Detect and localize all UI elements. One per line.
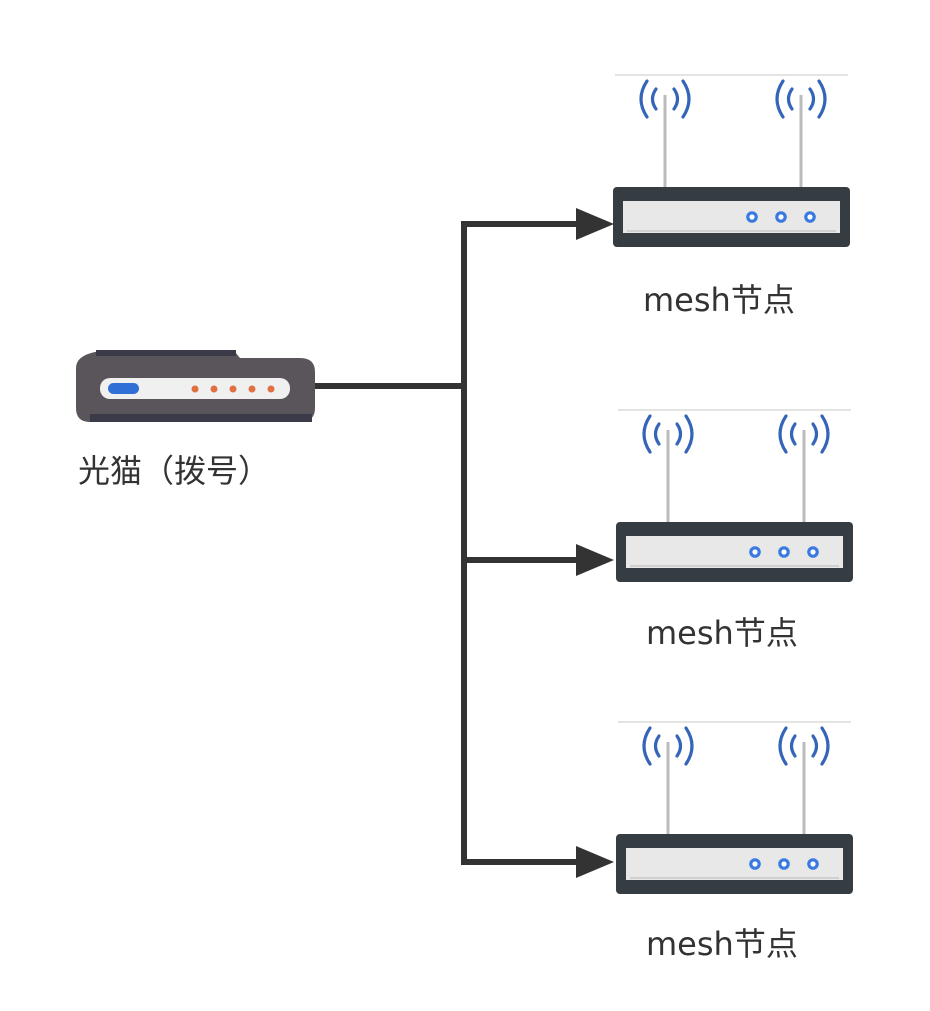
wifi-signal-icon (642, 414, 694, 454)
modem-led (191, 385, 199, 393)
router-led (775, 211, 787, 223)
router-led (807, 546, 819, 558)
wireless-router-icon (616, 409, 853, 582)
modem-led (248, 385, 256, 393)
wifi-signal-icon (642, 726, 694, 766)
wireless-router-icon (613, 74, 850, 247)
router-led (807, 858, 819, 870)
modem-led (267, 385, 275, 393)
arrowhead (576, 846, 614, 878)
modem-indicator (108, 383, 139, 394)
connectors (315, 208, 614, 878)
edge-to-node-2 (461, 846, 614, 878)
modem-leds (191, 385, 275, 393)
wifi-signal-icon (778, 726, 830, 766)
modem-led (229, 385, 237, 393)
arrowhead (576, 208, 614, 240)
mesh-node-0 (613, 74, 850, 247)
router-led (778, 858, 790, 870)
modem-led (210, 385, 218, 393)
router-led (749, 546, 761, 558)
router-led (804, 211, 816, 223)
wireless-router-icon (616, 721, 853, 894)
wifi-signal-icon (775, 79, 827, 119)
mesh-node-label: mesh节点 (643, 281, 795, 319)
mesh-node-label: mesh节点 (646, 925, 798, 963)
mesh-node-label: mesh节点 (646, 614, 798, 652)
modem-label: 光猫（拨号） (78, 452, 271, 490)
edge-to-node-1 (461, 544, 614, 576)
mesh-node-1 (616, 409, 853, 582)
router-led (746, 211, 758, 223)
edge-to-node-0 (461, 208, 614, 240)
modem-icon (76, 350, 315, 422)
wifi-signal-icon (778, 414, 830, 454)
mesh-node-2 (616, 721, 853, 894)
router-led (778, 546, 790, 558)
router-led (749, 858, 761, 870)
wifi-signal-icon (639, 79, 691, 119)
arrowhead (576, 544, 614, 576)
